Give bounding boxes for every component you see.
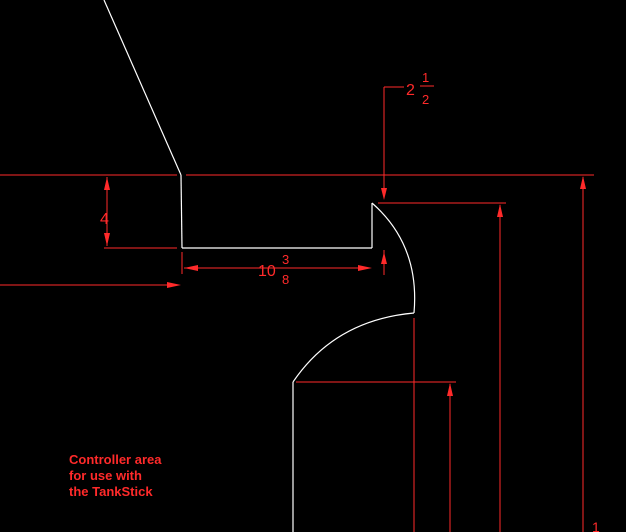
note-line-2: for use with	[69, 468, 142, 483]
convex-arc	[371, 202, 416, 314]
arrow-slot-right	[358, 265, 372, 271]
dim-10-3-8-whole: 10	[258, 263, 276, 280]
dim-2-1-2-denominator: 2	[422, 92, 429, 107]
arrow-slot-left	[184, 265, 198, 271]
slanted-edge	[103, 0, 182, 176]
dim-2-1-2-whole: 2	[406, 82, 415, 99]
dim-10-3-8: 10 3 8	[258, 252, 295, 287]
arrow-4-down	[104, 233, 110, 246]
arrow-4-up	[104, 177, 110, 190]
dim-2-1-2: 2 1 2	[406, 70, 434, 107]
arrow-right-450-up	[447, 383, 453, 396]
controller-area-note: Controller area for use with the TankSti…	[69, 452, 162, 499]
dim-1-label: 1	[592, 519, 600, 532]
slot-left-edge	[180, 174, 183, 249]
concave-arc	[292, 312, 415, 383]
part-outline	[103, 0, 416, 532]
arrow-left-leader	[167, 282, 181, 288]
arrowheads	[104, 176, 586, 396]
note-line-3: the TankStick	[69, 484, 153, 499]
dim-10-3-8-denominator: 8	[282, 272, 289, 287]
arrow-small-slot	[381, 252, 387, 264]
note-line-1: Controller area	[69, 452, 162, 467]
arrow-right-500-up	[497, 204, 503, 217]
dim-2-1-2-numerator: 1	[422, 70, 429, 85]
arrow-right-583-up	[580, 176, 586, 189]
dim-10-3-8-numerator: 3	[282, 252, 289, 267]
dimension-lines	[0, 86, 594, 532]
arrow-2-1-2-down	[381, 188, 387, 200]
dim-4-label: 4	[100, 211, 109, 228]
